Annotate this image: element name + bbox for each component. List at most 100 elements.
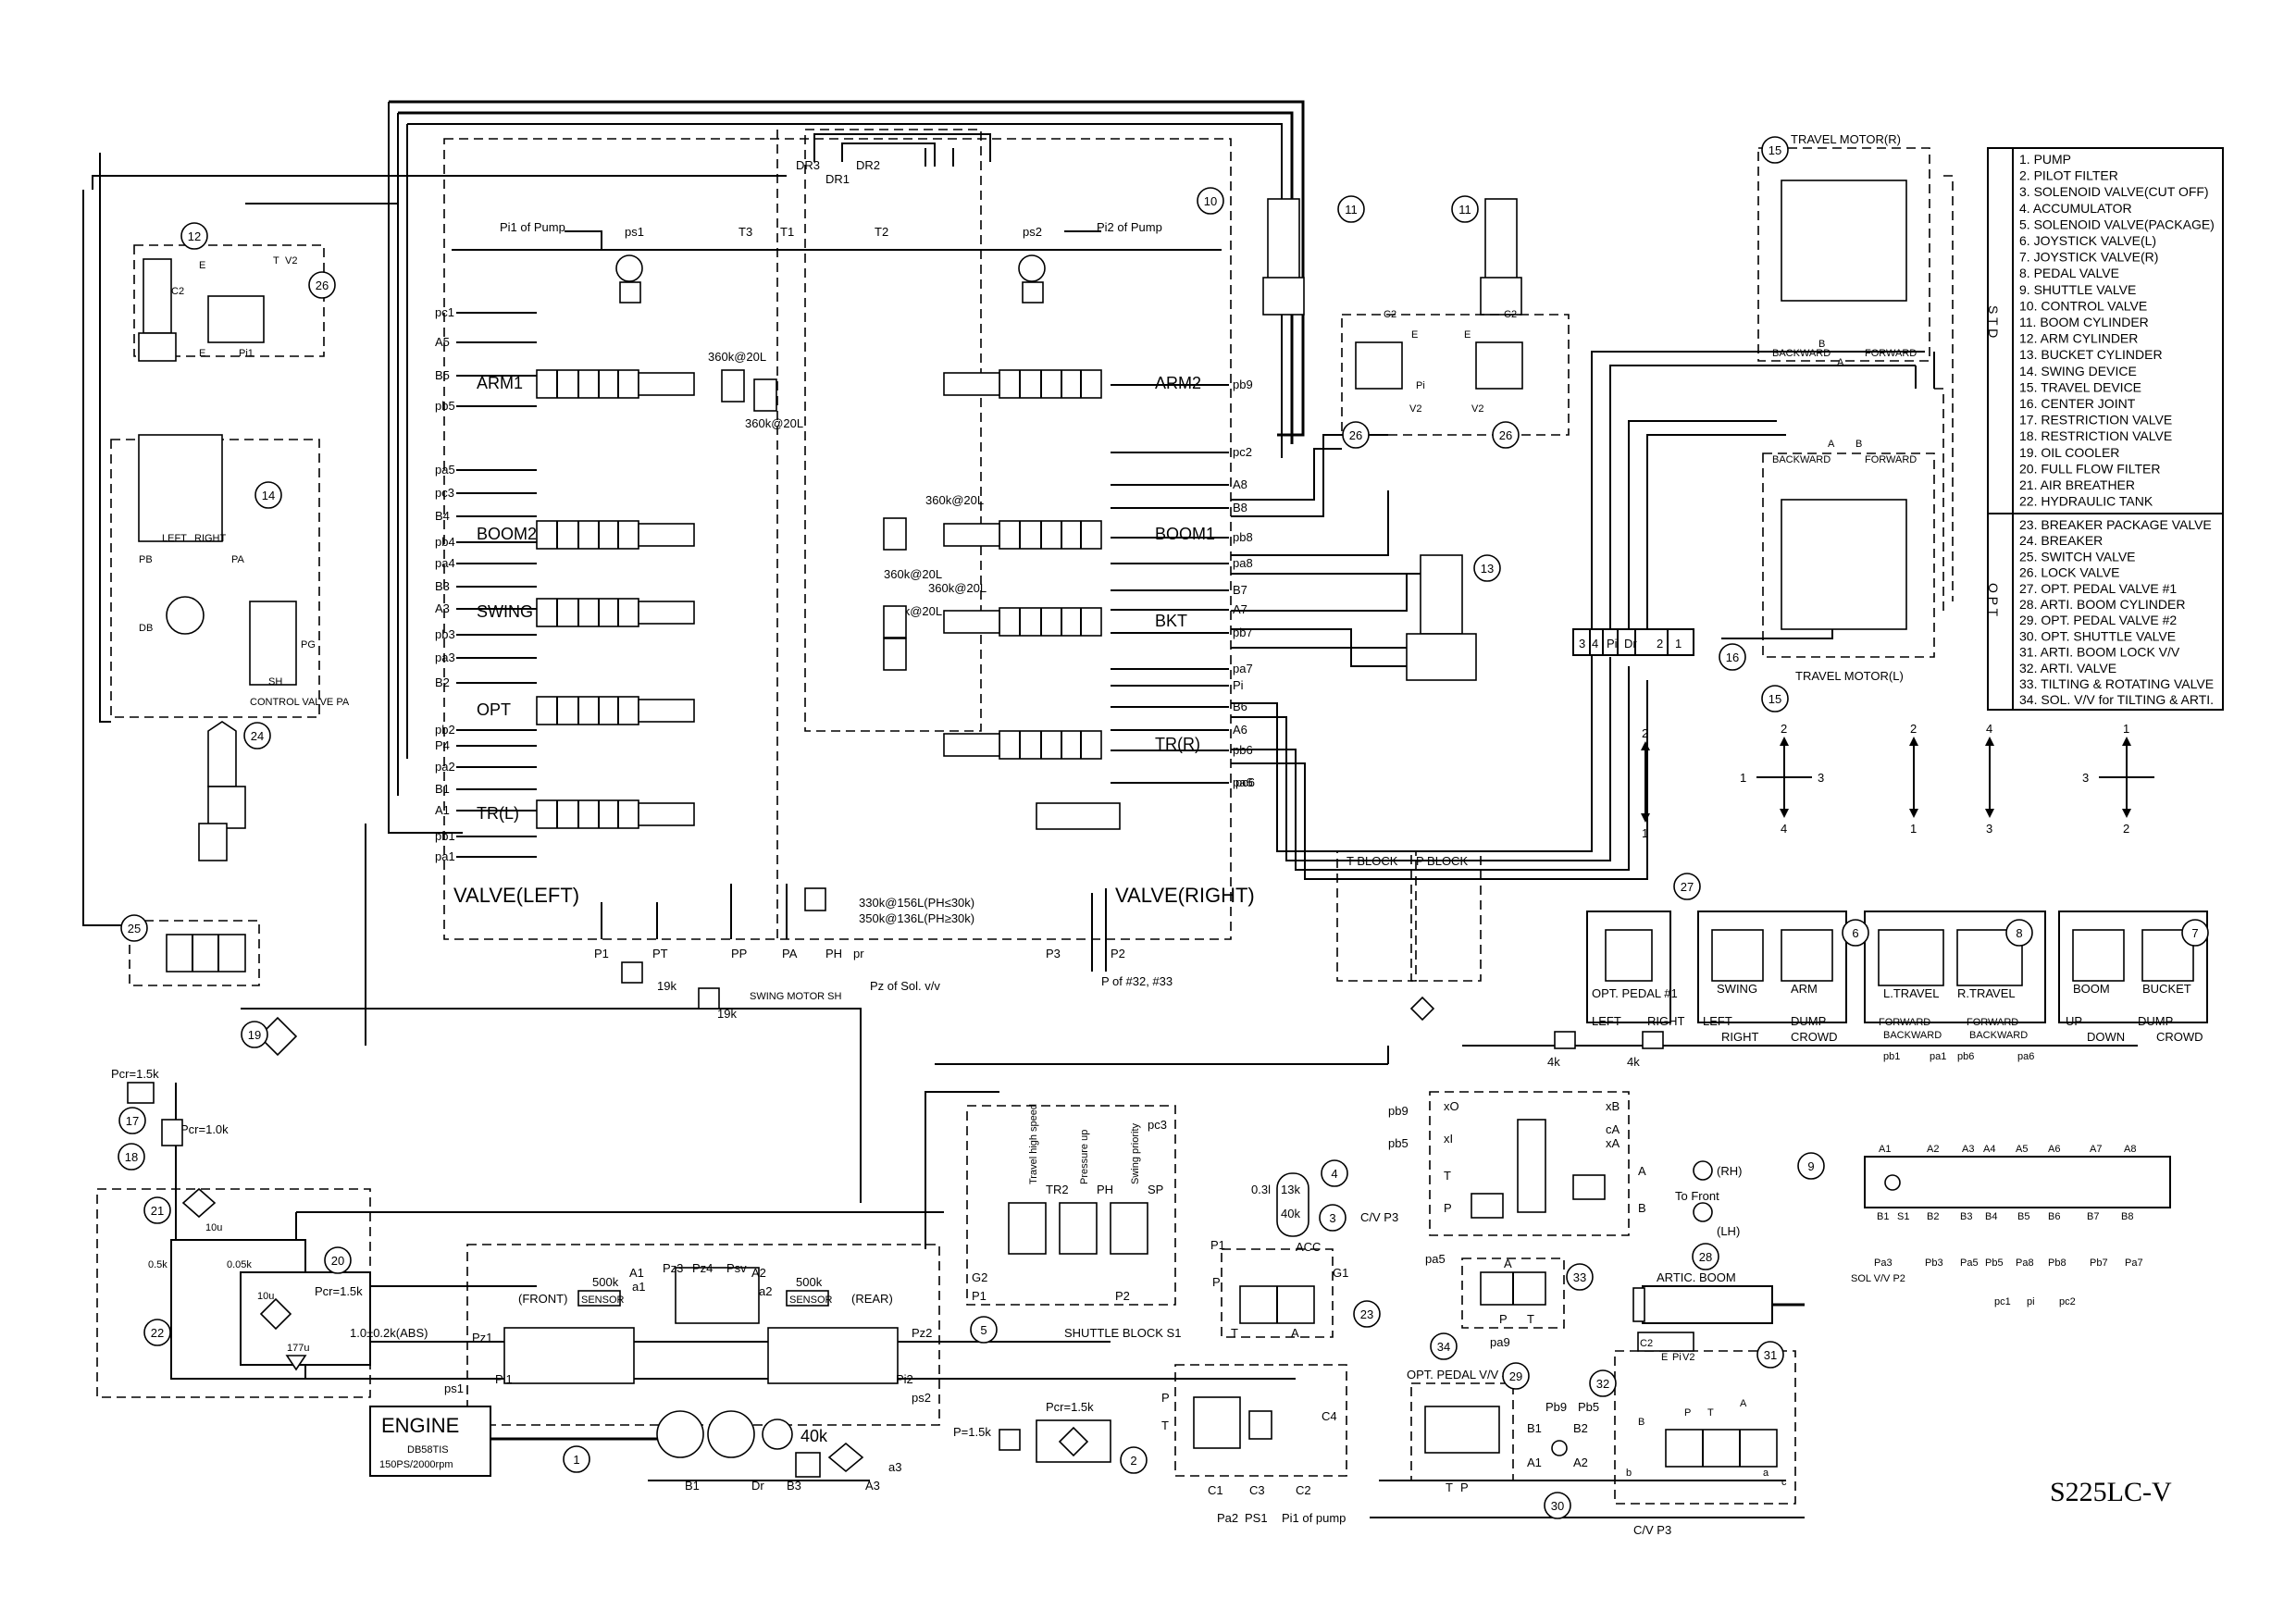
shuttle-bottom-port: B5 (2017, 1211, 2029, 1222)
arti-port-e: E (1661, 1352, 1668, 1363)
pump-port-pz2: Pz2 (912, 1326, 932, 1340)
callout-number: 9 (1807, 1159, 1814, 1173)
relief-label-5: 360k@20L (928, 581, 987, 595)
cv-port-left: pa3 (435, 650, 455, 664)
legend-item: 16. CENTER JOINT (2019, 396, 2136, 411)
cv-bottom-19k-a: 19k (657, 979, 676, 993)
shuttle-output-port: Pa5 (1960, 1258, 1979, 1269)
arrow-down-icon (1641, 813, 1650, 823)
sensor-rear-pressure: 500k (796, 1275, 823, 1289)
spool-extension-right (943, 523, 1000, 547)
engine-box (369, 1406, 491, 1477)
cv-bottom-pp: PP (731, 947, 747, 960)
callout-number: 3 (1329, 1211, 1335, 1225)
cv-label-dr3: DR3 (796, 158, 820, 172)
legend-item: 33. TILTING & ROTATING VALVE (2019, 676, 2214, 691)
shuttle-sol-vv-p2: SOL V/V P2 (1851, 1273, 1905, 1284)
arti-port-pi: Pi (1672, 1352, 1682, 1363)
callout-circle (1756, 1341, 1784, 1369)
cv-port-left: A1 (435, 803, 450, 817)
arti-valve: ARTIC. BOOM C2 E Pi V2 A B P T b a c C/V… (1614, 1270, 1805, 1537)
spool-label-left: TR(L) (477, 804, 519, 823)
center-joint-port: 3 (1579, 637, 1585, 650)
direction-label: 4 (1781, 822, 1787, 836)
callout-circle (120, 914, 148, 942)
spool-body-left (536, 369, 639, 399)
main-pump-front (656, 1410, 704, 1458)
sol34-port-a: A (1504, 1257, 1512, 1270)
cv-port-left: B3 (435, 579, 450, 593)
legend-std-label: S T D (1986, 305, 2001, 338)
callout-number: 29 (1509, 1369, 1522, 1383)
cv-port-left: pc3 (435, 486, 454, 500)
legend-item: 3. SOLENOID VALVE(CUT OFF) (2019, 184, 2209, 199)
pedal29-port-t: T (1446, 1481, 1453, 1494)
arti-cv-p3: C/V P3 (1633, 1523, 1671, 1537)
shuttle-top-port: A6 (2048, 1144, 2060, 1155)
callout-number: 14 (262, 489, 275, 502)
shuttle-output-port: Pa3 (1874, 1258, 1893, 1269)
main-relief-2: 350k@136L(PH≥30k) (859, 911, 974, 925)
callout-number: 27 (1681, 880, 1694, 894)
cv-port-left: pb5 (435, 399, 455, 413)
boom-port-e-left: E (1411, 329, 1418, 341)
tilt-port-xb: xB (1606, 1099, 1620, 1113)
arm-port-e-bottom: E (199, 348, 205, 359)
callout-number: 26 (316, 279, 329, 292)
cv-label-pi1-of-pump: Pi1 of Pump (500, 220, 565, 234)
shuttle-ball (1884, 1174, 1901, 1191)
cv-port-right: A6 (1233, 723, 1247, 737)
legend-item: 21. AIR BREATHER (2019, 477, 2135, 492)
sol34-port-p: P (1499, 1312, 1508, 1326)
legend-item: 23. BREAKER PACKAGE VALVE (2019, 517, 2212, 532)
opt-pedal-1-title: OPT. PEDAL #1 (1592, 986, 1678, 1000)
callout-number: 7 (2191, 926, 2198, 940)
legend-item: 31. ARTI. BOOM LOCK V/V (2019, 645, 2180, 660)
callout-number: 12 (188, 229, 201, 243)
callout-circle (143, 1196, 171, 1224)
travel-l-port-a: A (1828, 439, 1835, 450)
cv-port-left: pb1 (435, 829, 455, 843)
swing-control-valve-label: CONTROL VALVE PA (250, 697, 350, 708)
direction-label: 1 (1642, 826, 1648, 840)
spool-label-left: SWING (477, 602, 533, 621)
spool-extension-left (638, 601, 695, 625)
legend-item: 22. HYDRAULIC TANK (2019, 494, 2153, 509)
cv-label-dr1: DR1 (825, 172, 850, 186)
pump-port-pz3: Pz3 (663, 1261, 683, 1275)
main-pump-rear (707, 1410, 755, 1458)
callout-number: 13 (1481, 562, 1494, 576)
spool-label-left: OPT (477, 700, 511, 719)
bpv-port-pa2: Pa2 (1217, 1511, 1238, 1525)
cv-port-left: pb2 (435, 723, 455, 737)
pump-port-dr: Dr (751, 1479, 764, 1493)
legend-item: 19. OIL COOLER (2019, 445, 2119, 460)
legend-item: 17. RESTRICTION VALVE (2019, 413, 2172, 427)
callout-circle (241, 1021, 268, 1048)
center-joint-port: 1 (1675, 637, 1682, 650)
main-relief-1: 330k@156L(PH≤30k) (859, 896, 974, 910)
swing-device: PB PA DB PG SH LEFT RIGHT CONTROL VALVE … (110, 434, 350, 718)
tilting-rotating-valve: pb9 pb5 xO xI xB cA xA A B T P C/V P3 (R… (1360, 1091, 1742, 1238)
pedal29-port-b1: B1 (1527, 1421, 1542, 1435)
arti-port-c: c (1781, 1477, 1787, 1488)
direction-label: 3 (1986, 822, 1992, 836)
callout-number: 31 (1764, 1348, 1777, 1362)
legend-item: 20. FULL FLOW FILTER (2019, 461, 2160, 476)
sensor-front-label: SENSOR (581, 1295, 625, 1306)
shuttle-output-port: Pa8 (2016, 1258, 2034, 1269)
opt-pedal-2: OPT. PEDAL V/V #2 Pb9 Pb5 B1 B2 A1 A2 T … (1407, 1368, 1599, 1494)
spool-extension-right (943, 733, 1000, 757)
arti-port-a: A (1740, 1398, 1747, 1409)
acc-pressure-low: 40k (1281, 1207, 1300, 1220)
restriction-17-pcr: Pcr=1.5k (111, 1067, 159, 1081)
engine-title: ENGINE (381, 1414, 459, 1437)
travel-l-forward: FORWARD (1865, 454, 1917, 465)
cv-bottom-pr: pr (853, 947, 864, 960)
direction-label: 3 (2082, 771, 2089, 785)
tilt-port-rh: (RH) (1717, 1164, 1742, 1178)
cutoff-port-p1: P1 (1210, 1238, 1225, 1252)
arti-port-v2: V2 (1682, 1352, 1694, 1363)
